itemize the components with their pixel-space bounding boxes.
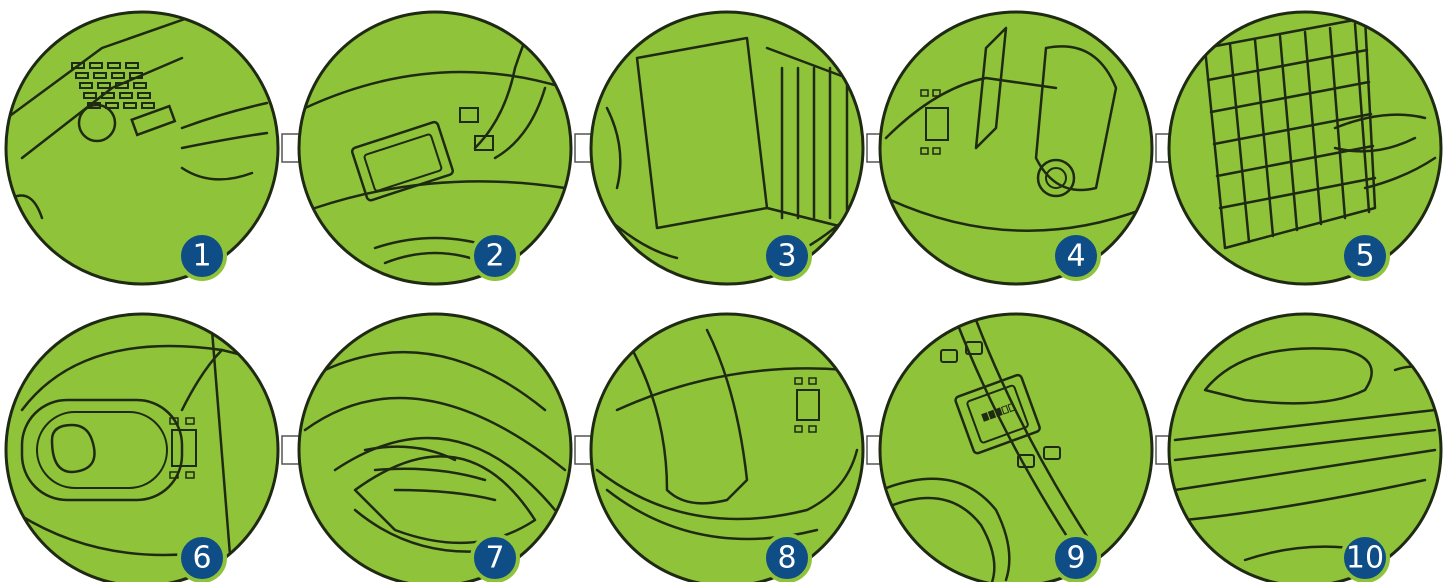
step-number-badge: 10 [1342,535,1388,581]
step-number-badge: 7 [472,535,518,581]
step-circle [1169,314,1441,582]
step-number: 3 [777,239,796,274]
step-10: 10 [1169,314,1441,582]
step-circle [1169,12,1441,284]
step-number: 6 [192,541,211,576]
step-number: 5 [1355,239,1374,274]
step-9: 9 [880,314,1152,582]
step-number: 10 [1346,541,1384,576]
step-2: 2 [299,12,571,284]
step-number: 1 [192,239,211,274]
step-number: 4 [1066,239,1085,274]
step-number-badge: 2 [472,233,518,279]
step-6: 6 [6,314,278,582]
step-number: 2 [485,239,504,274]
step-number-badge: 4 [1053,233,1099,279]
step-number: 7 [485,541,504,576]
step-number-badge: 1 [179,233,225,279]
step-5: 5 [1169,12,1441,284]
step-4: 4 [880,12,1152,284]
step-circle [591,314,863,582]
step-circle [6,12,278,284]
step-circle [591,12,863,284]
step-number: 9 [1066,541,1085,576]
step-number-badge: 3 [764,233,810,279]
step-number-badge: 8 [764,535,810,581]
step-1: 1 [6,12,278,284]
step-number: 8 [777,541,796,576]
step-7: 7 [299,314,571,582]
step-8: 8 [591,314,863,582]
step-number-badge: 9 [1053,535,1099,581]
step-number-badge: 5 [1342,233,1388,279]
step-3: 3 [591,12,863,284]
step-number-badge: 6 [179,535,225,581]
